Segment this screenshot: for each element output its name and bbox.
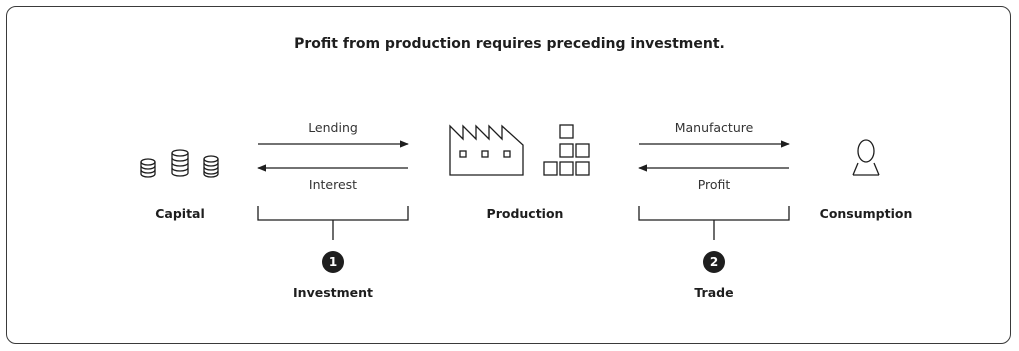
diagram-frame [6,6,1011,344]
trade-number-badge: 2 [703,251,725,273]
trade-bracket [638,206,790,240]
manufacture-label: Manufacture [674,120,754,135]
person-icon [852,139,880,176]
production-label: Production [486,206,564,221]
capital-label: Capital [155,206,205,221]
boxes-icon [543,124,590,176]
lending-label: Lending [308,120,358,135]
profit-label: Profit [697,177,731,192]
factory-icon [449,124,524,176]
investment-label: Investment [293,285,373,300]
investment-number-badge: 1 [322,251,344,273]
diagram-title: Profit from production requires precedin… [294,36,725,52]
investment-bracket [257,206,409,240]
consumption-label: Consumption [819,206,913,221]
trade-label: Trade [694,285,734,300]
interest-label: Interest [308,177,358,192]
coin-stacks-icon [140,149,219,178]
